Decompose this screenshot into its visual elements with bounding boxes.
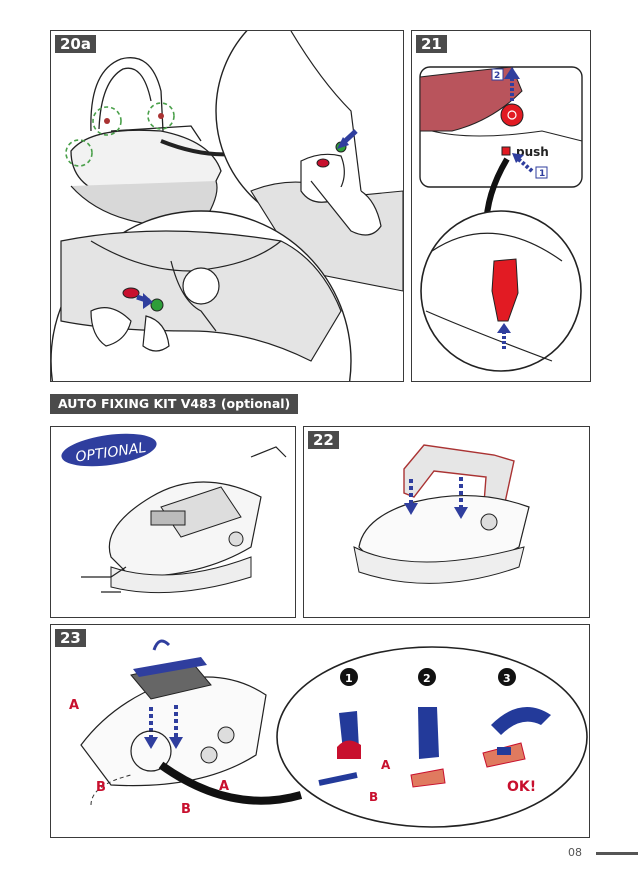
panel-23: 23 A B B A 1 2 3 A B OK! [50, 624, 590, 838]
page-number: 08 [568, 846, 582, 859]
step-tag-23: 23 [55, 629, 86, 647]
label-b-left: B [96, 780, 106, 795]
panel-20a: 20a [50, 30, 404, 382]
step-1-number: 1 [539, 169, 545, 179]
step-tag-20a: 20a [55, 35, 96, 53]
detail-label-b: B [369, 790, 378, 804]
label-a-left: A [69, 698, 79, 713]
step-2-number: 2 [494, 71, 500, 81]
panel-22: 22 [303, 426, 590, 618]
illustration-20a [51, 31, 403, 381]
panel-optional-kit: OPTIONAL [50, 426, 296, 618]
sub-step-3: 3 [503, 672, 511, 685]
page-number-bar [596, 852, 638, 855]
ok-label: OK! [507, 779, 536, 795]
label-a-right: A [219, 779, 229, 794]
illustration-23: A B B A 1 2 3 A B OK! [69, 639, 588, 828]
sub-step-2: 2 [423, 672, 431, 685]
detail-label-a: A [381, 758, 391, 772]
illustration-optional-kit: OPTIONAL [61, 433, 287, 594]
step-tag-22: 22 [308, 431, 339, 449]
panel-21: 21 push 2 1 [411, 30, 591, 382]
illustration-21: push 2 1 [419, 66, 583, 372]
sub-step-1: 1 [345, 672, 353, 685]
section-banner: AUTO FIXING KIT V483 (optional) [50, 394, 299, 414]
step-tag-21: 21 [416, 35, 447, 53]
push-label: push [516, 145, 549, 159]
label-b-bottom: B [181, 802, 191, 817]
illustration-22 [353, 444, 530, 584]
